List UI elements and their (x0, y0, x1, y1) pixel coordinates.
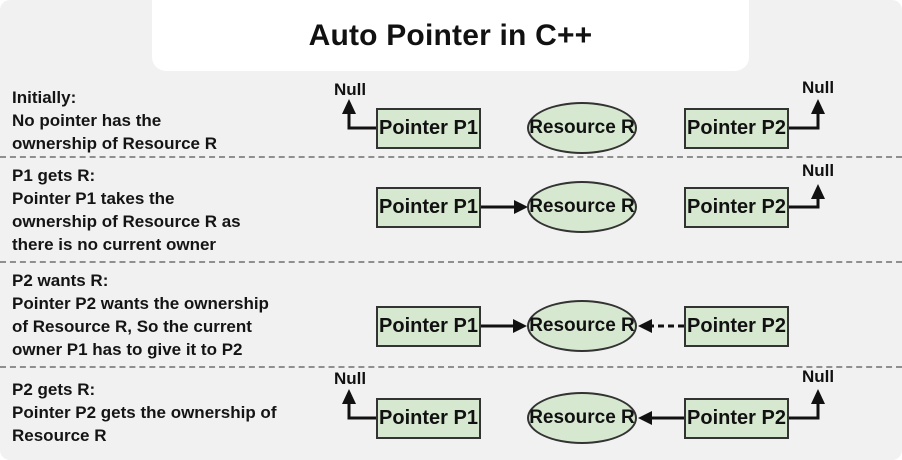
arrowhead-row2-right (514, 200, 528, 214)
resource-r-node: Resource R (527, 300, 637, 352)
null-label: Null (801, 78, 835, 97)
null-label: Null (333, 369, 367, 388)
arrowhead-row2-right-up (811, 184, 825, 199)
row-divider (0, 261, 902, 263)
pointer-p1-node: Pointer P1 (376, 398, 481, 439)
arrow-row4-p2-to-null (789, 403, 820, 420)
arrow-row4-p1-to-null (347, 403, 377, 420)
resource-r-node: Resource R (527, 392, 637, 444)
arrowhead-row4-left (638, 411, 652, 425)
pointer-p2-node: Pointer P2 (684, 306, 789, 347)
row-divider (0, 366, 902, 368)
pointer-p1-node: Pointer P1 (376, 187, 481, 228)
row-description-initially: Initially: No pointer has the ownership … (12, 88, 217, 153)
row-description-p2-gets-r: P2 gets R: Pointer P2 gets the ownership… (12, 380, 277, 445)
page-title: Auto Pointer in C++ (308, 18, 593, 52)
resource-r-node: Resource R (527, 102, 637, 154)
pointer-p2-node: Pointer P2 (684, 108, 789, 149)
arrow-row1-p1-to-null (347, 113, 377, 130)
row-description-p2-wants-r: P2 wants R: Pointer P2 wants the ownersh… (12, 271, 269, 359)
arrow-row1-p2-to-null (789, 113, 820, 130)
title-card: Auto Pointer in C++ (152, 0, 749, 71)
arrowhead-row3-left (638, 319, 652, 333)
arrowhead-row1-left-up (342, 99, 356, 114)
arrow-row2-p2-to-null (789, 198, 820, 209)
pointer-p1-node: Pointer P1 (376, 306, 481, 347)
pointer-p1-node: Pointer P1 (376, 108, 481, 149)
resource-r-node: Resource R (527, 181, 637, 233)
arrowhead-row4-right-up (811, 389, 825, 404)
pointer-p2-node: Pointer P2 (684, 187, 789, 228)
arrowhead-row4-left-up (342, 389, 356, 404)
arrowhead-row1-right-up (811, 99, 825, 114)
null-label: Null (801, 367, 835, 386)
null-label: Null (801, 161, 835, 180)
row-divider (0, 156, 902, 158)
arrowhead-row3-right (513, 319, 527, 333)
row-description-p1-gets-r: P1 gets R: Pointer P1 takes the ownershi… (12, 166, 241, 254)
pointer-p2-node: Pointer P2 (684, 398, 789, 439)
null-label: Null (333, 80, 367, 99)
